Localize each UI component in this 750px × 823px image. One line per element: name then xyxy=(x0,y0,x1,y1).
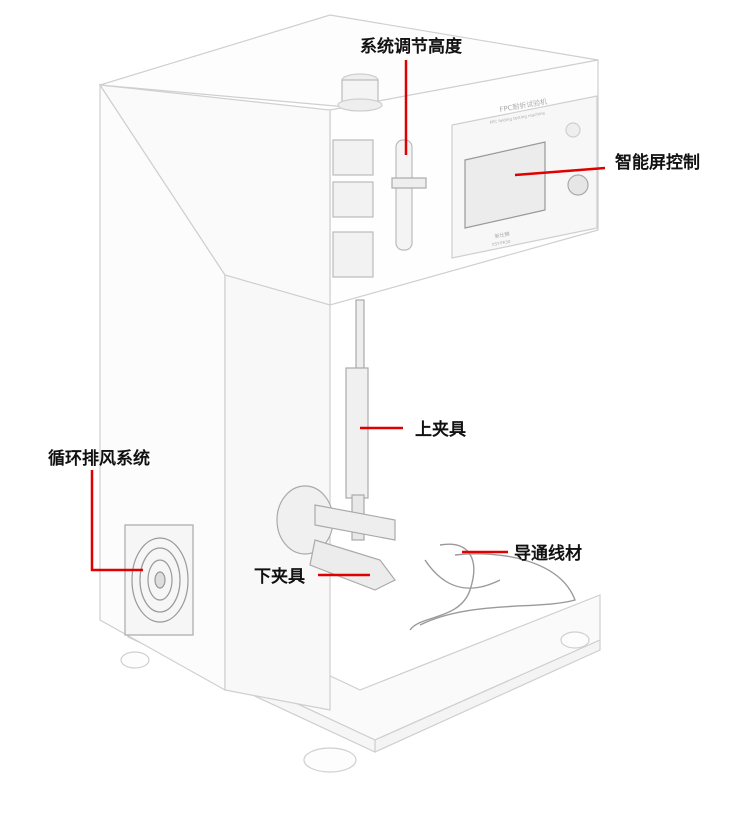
foot xyxy=(303,747,357,773)
power-indicator xyxy=(565,122,581,138)
conductor-wire xyxy=(419,553,576,626)
conductor-wire xyxy=(424,559,501,589)
touch-screen xyxy=(464,141,546,229)
lower-clamp-arm xyxy=(314,504,396,541)
callout-lower-clamp: 下夹具 xyxy=(254,567,305,587)
callout-exhaust-fan: 循环排风系统 xyxy=(48,449,150,469)
warning-label xyxy=(332,231,374,278)
warning-label xyxy=(332,181,374,218)
callout-upper-clamp: 上夹具 xyxy=(415,420,466,440)
height-slot xyxy=(395,139,413,251)
callout-touch-screen: 智能屏控制 xyxy=(615,153,700,173)
housing-left xyxy=(98,84,331,306)
foot xyxy=(560,631,590,649)
lower-clamp xyxy=(309,539,396,591)
conductor-wire xyxy=(409,543,475,631)
panel-model: XST-FR30 xyxy=(491,239,511,247)
callout-height-adjust: 系统调节高度 xyxy=(360,37,462,57)
fan-guard xyxy=(131,537,189,623)
emergency-stop xyxy=(567,174,589,196)
callout-line-screen xyxy=(514,166,606,177)
foot xyxy=(120,651,150,669)
panel-subtitle: FPC folding testing machine xyxy=(489,110,546,125)
callout-line-fan xyxy=(90,470,143,572)
callout-conductor-wire: 导通线材 xyxy=(514,544,582,564)
warning-label xyxy=(332,139,374,176)
height-knob xyxy=(391,177,427,189)
panel-brand: 新仕腾 xyxy=(494,230,510,240)
